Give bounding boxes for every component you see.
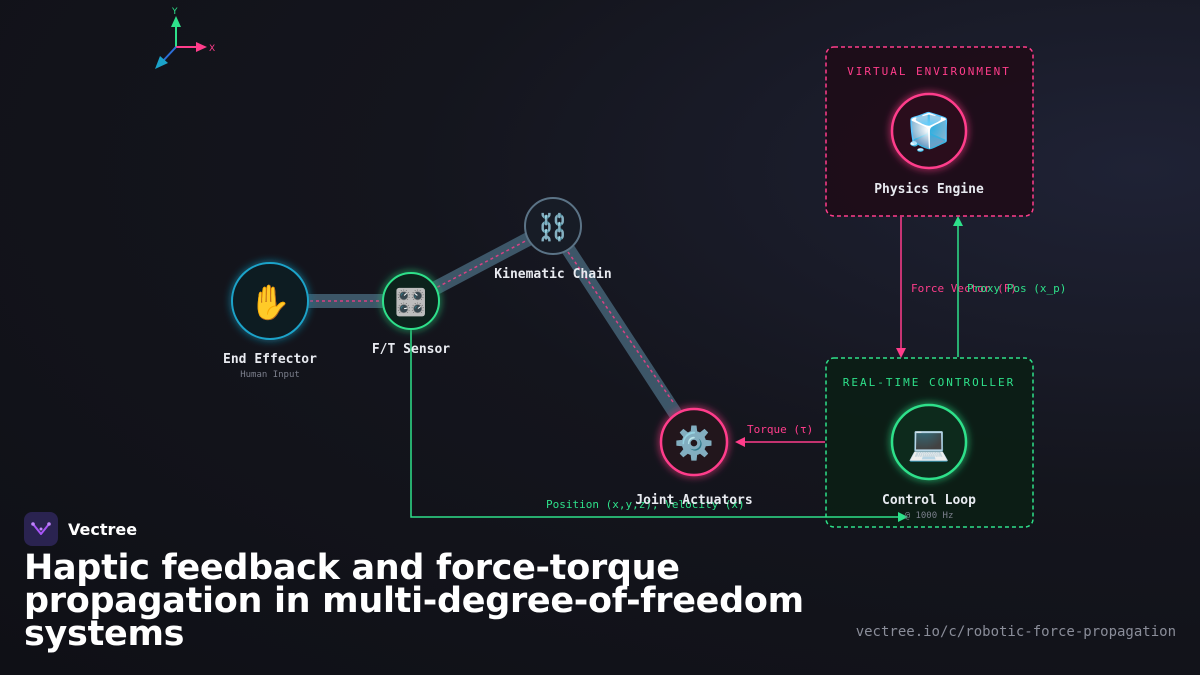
ice-cube-icon: 🧊 <box>907 111 952 153</box>
gear-icon: ⚙️ <box>674 424 714 462</box>
node-label-end-effector: End Effector <box>223 352 317 367</box>
node-label-joint-actuators: Joint Actuators <box>635 493 752 508</box>
y-axis-label: Y <box>171 7 178 17</box>
node-sublabel-end-effector: Human Input <box>240 370 300 380</box>
node-joint-actuators[interactable]: ⚙️ Joint Actuators <box>635 407 753 508</box>
node-label-control-loop: Control Loop <box>882 493 976 508</box>
x-axis-arrow-icon <box>196 42 207 52</box>
node-label-physics-engine: Physics Engine <box>874 182 984 197</box>
edge-label-torque: Torque (τ) <box>747 423 813 436</box>
node-ft-sensor[interactable]: 🎛️ F/T Sensor <box>372 272 450 357</box>
y-axis-arrow-icon <box>171 16 181 27</box>
edge-force-vector: Force Vector (F) <box>896 217 1017 358</box>
laptop-icon: 💻 <box>908 424 950 464</box>
axis-gizmo: Y X <box>155 7 215 69</box>
node-sublabel-control-loop: @ 1000 Hz <box>905 511 954 521</box>
chain-icon: ⛓️ <box>537 212 569 243</box>
link-chain-actuators <box>546 219 701 449</box>
source-url[interactable]: vectree.io/c/robotic-force-propagation <box>855 624 1176 640</box>
group-label-realtime-controller: REAL-TIME CONTROLLER <box>843 376 1015 389</box>
node-kinematic-chain[interactable]: ⛓️ Kinematic Chain <box>494 197 612 282</box>
edge-proxy-pos: Proxy Pos (x_p) <box>953 216 1066 357</box>
vectree-logo-icon <box>24 512 58 546</box>
hand-icon: ✋ <box>249 283 291 323</box>
node-label-ft-sensor: F/T Sensor <box>372 342 450 357</box>
group-label-virtual-environment: VIRTUAL ENVIRONMENT <box>847 65 1011 78</box>
mechanical-links <box>263 219 701 449</box>
page-title: Haptic feedback and force-torque propaga… <box>24 548 804 654</box>
edge-label-force-vector: Force Vector (F) <box>911 282 1017 295</box>
node-control-loop[interactable]: 💻 Control Loop @ 1000 Hz <box>882 403 976 521</box>
brand: Vectree <box>24 512 137 546</box>
node-end-effector[interactable]: ✋ End Effector Human Input <box>223 262 317 380</box>
z-axis-arrow-icon <box>155 56 168 69</box>
x-axis-label: X <box>209 44 215 54</box>
edge-label-position-velocity: Position (x,y,z), Velocity (ẋ) <box>546 498 745 511</box>
edge-position-velocity: Position (x,y,z), Velocity (ẋ) <box>410 330 908 522</box>
brand-name: Vectree <box>68 519 138 539</box>
control-knobs-icon: 🎛️ <box>395 287 427 318</box>
edge-label-proxy-pos: Proxy Pos (x_p) <box>967 282 1066 295</box>
node-label-kinematic-chain: Kinematic Chain <box>494 267 611 282</box>
edge-torque: Torque (τ) <box>735 423 825 447</box>
node-physics-engine[interactable]: 🧊 Physics Engine <box>874 92 984 197</box>
